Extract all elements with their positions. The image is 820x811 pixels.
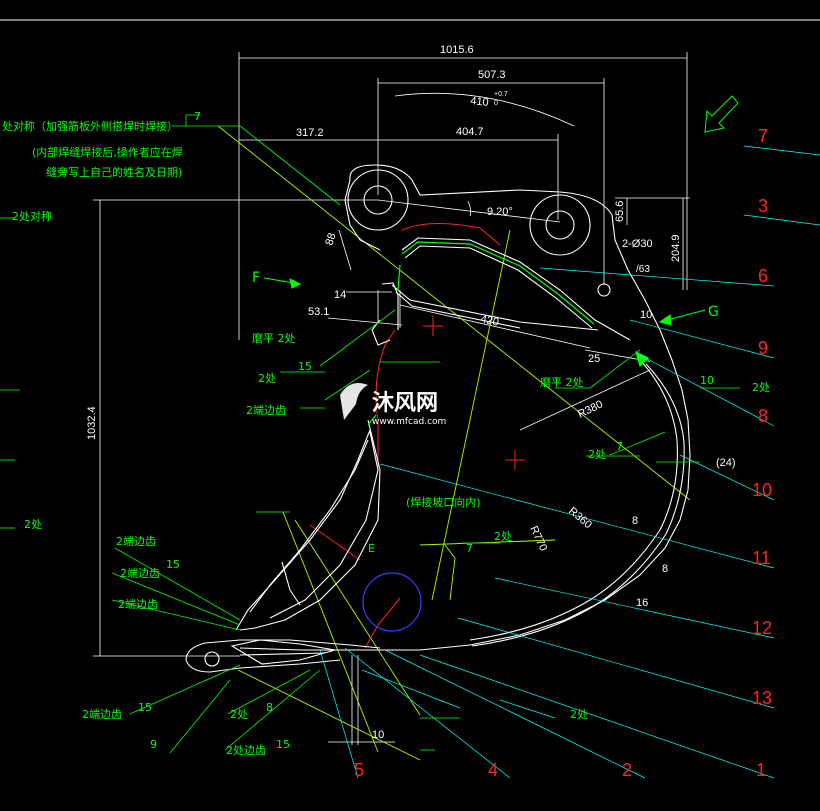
watermark-url: www.mfcad.com bbox=[372, 417, 446, 427]
dim-pin-tol-sup: +0.7 bbox=[494, 91, 508, 98]
balloon-3: 3 bbox=[758, 196, 768, 216]
note-two-b: 2处 bbox=[752, 381, 770, 394]
view-label-g: G bbox=[708, 304, 719, 320]
annotation-notes: 处对称（加强筋板外侧搭焊时焊接） (内部焊缝焊接后,操作者应在焊 缝旁写上自己的… bbox=[2, 110, 770, 757]
note-two-g: 2处 bbox=[570, 708, 588, 721]
dim-r770: R770 bbox=[527, 524, 549, 553]
dim-25: 25 bbox=[588, 353, 600, 365]
note-two-a: 2处 bbox=[258, 372, 276, 385]
balloon-4: 4 bbox=[488, 760, 498, 780]
dim-pin-span: 507.3 bbox=[478, 69, 506, 81]
dim-420: 420 bbox=[479, 313, 499, 329]
dim-10: 10 bbox=[372, 729, 384, 741]
balloon-11: 11 bbox=[752, 548, 771, 568]
dim-656: 65.6 bbox=[614, 201, 626, 222]
note-grind-2b: 磨平 2处 bbox=[540, 376, 584, 389]
weld-highlights bbox=[367, 241, 651, 426]
dimension-lines bbox=[93, 52, 690, 745]
balloon-7: 7 bbox=[758, 126, 768, 146]
dim-8b: 8 bbox=[662, 563, 668, 575]
note-top-3: 缝旁写上自己的姓名及日期) bbox=[46, 165, 182, 179]
detail-circle-e bbox=[362, 572, 422, 632]
view-label-e: E bbox=[368, 542, 375, 555]
watermark: 沐风网 www.mfcad.com bbox=[340, 382, 446, 427]
note-edge-tooth-4: 2端边齿 bbox=[118, 598, 158, 611]
balloon-13: 13 bbox=[752, 688, 772, 708]
note-10-weld: 10 bbox=[700, 374, 714, 387]
note-weld-7: 7 bbox=[194, 110, 201, 123]
note-15: 15 bbox=[298, 360, 312, 373]
note-edge-tooth-1: 2端边齿 bbox=[246, 404, 286, 417]
red-parting-line bbox=[309, 222, 525, 649]
balloon-6: 6 bbox=[758, 266, 768, 286]
note-7-bevel: 7 bbox=[466, 542, 473, 555]
note-two-d: 2处 bbox=[24, 518, 42, 531]
dim-pin-tol: 410 bbox=[470, 95, 490, 109]
leader-lines bbox=[319, 145, 820, 779]
note-two-c: 2处 bbox=[588, 448, 606, 461]
view-arrows bbox=[263, 95, 739, 326]
note-8c: 8 bbox=[266, 701, 273, 714]
balloon-1: 1 bbox=[756, 760, 766, 780]
balloon-8: 8 bbox=[758, 406, 768, 426]
part-balloons: 7 3 6 9 8 10 11 12 13 1 2 4 5 bbox=[354, 126, 772, 780]
note-two-e: 2处 bbox=[494, 530, 512, 543]
dim-r360: R360 bbox=[566, 505, 594, 531]
dim-pin-tol-sub: 0 bbox=[494, 100, 498, 107]
note-15c: 15 bbox=[138, 701, 152, 714]
dim-10b: 10 bbox=[640, 309, 652, 321]
note-two-f: 2处 bbox=[230, 708, 248, 721]
note-weld-bevel: (焊接坡口向内) bbox=[406, 495, 481, 509]
balloon-10: 10 bbox=[752, 480, 772, 500]
balloon-9: 9 bbox=[758, 338, 768, 358]
dim-88: 88 bbox=[323, 232, 338, 247]
dim-531: 53.1 bbox=[308, 306, 329, 318]
note-edge-tooth-5: 2端边齿 bbox=[82, 708, 122, 721]
dim-mid-span: 404.7 bbox=[456, 126, 484, 138]
dim-left-offset: 317.2 bbox=[296, 127, 324, 139]
weld-symbol-lines bbox=[0, 114, 740, 754]
watermark-brand: 沐风网 bbox=[372, 391, 438, 416]
dim-hole-fit: /63 bbox=[636, 264, 650, 275]
dim-8a: 8 bbox=[632, 515, 638, 527]
balloon-12: 12 bbox=[752, 618, 772, 638]
note-top-2: (内部焊缝焊接后,操作者应在焊 bbox=[32, 145, 183, 159]
dim-angle: 9.20° bbox=[487, 206, 513, 218]
note-9: 9 bbox=[150, 738, 157, 751]
dim-24: (24) bbox=[716, 457, 736, 469]
watermark-logo-icon bbox=[340, 382, 368, 420]
dim-overall-width: 1015.6 bbox=[440, 44, 474, 56]
dim-hole: 2-Ø30 bbox=[622, 238, 653, 250]
note-7-weld: 7 bbox=[616, 440, 623, 453]
dim-height-total: 1032.4 bbox=[86, 406, 98, 440]
note-15b: 15 bbox=[166, 558, 180, 571]
note-edge-tooth-2: 2端边齿 bbox=[116, 535, 156, 548]
balloon-2: 2 bbox=[622, 760, 632, 780]
note-edge-tooth-3: 2端边齿 bbox=[120, 567, 160, 580]
note-grind-2a: 磨平 2处 bbox=[252, 332, 296, 345]
note-edge-tooth-6: 2处边齿 bbox=[226, 744, 266, 757]
dim-2049: 204.9 bbox=[670, 234, 682, 262]
view-label-f: F bbox=[252, 270, 260, 286]
dim-16: 16 bbox=[636, 597, 648, 609]
note-top-1: 处对称（加强筋板外侧搭焊时焊接） bbox=[2, 119, 178, 133]
note-15d: 15 bbox=[276, 738, 290, 751]
bucket-outline bbox=[185, 164, 691, 673]
balloon-5: 5 bbox=[354, 760, 364, 780]
dim-14: 14 bbox=[334, 289, 346, 301]
note-sym-2: 2处对称 bbox=[12, 209, 52, 223]
dimension-text: 1015.6 507.3 410 +0.7 0 317.2 404.7 9.20… bbox=[86, 44, 736, 741]
